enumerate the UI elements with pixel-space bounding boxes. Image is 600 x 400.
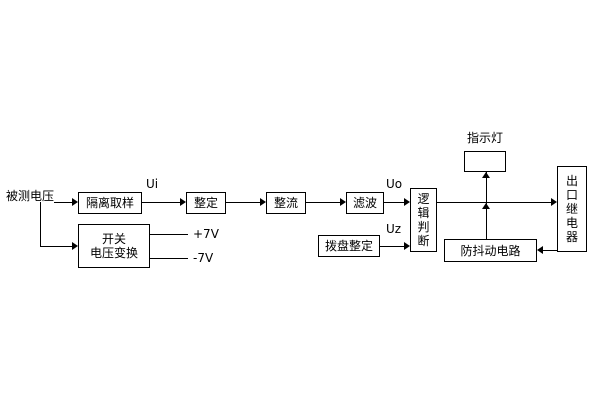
connector-input-isolation [54, 202, 72, 203]
connector-dial-logic [380, 246, 404, 247]
connector-branch-switch [40, 246, 72, 247]
block-debounce-circuit: 防抖动电路 [444, 239, 537, 262]
connector-relay-debounce [543, 250, 557, 251]
connector-setting-rectifier [226, 202, 260, 203]
block-rectifier: 整流 [266, 192, 306, 214]
block-setting: 整定 [186, 192, 226, 214]
block-switch-voltage-converter: 开关 电压变换 [78, 224, 150, 268]
arrowhead-right-icon [260, 198, 266, 206]
connector-branch-down [40, 202, 41, 246]
connector-debounce-junction [486, 203, 487, 239]
supply-plus7v-label: +7V [193, 227, 219, 241]
measured-voltage-label: 被测电压 [6, 189, 55, 203]
indicator-light-box [464, 151, 506, 172]
arrowhead-right-icon [72, 242, 78, 250]
arrowhead-left-icon [537, 246, 543, 254]
arrowhead-up-icon [482, 203, 490, 209]
indicator-light-label: 指示灯 [466, 131, 503, 145]
switch-converter-line2: 电压变换 [89, 246, 138, 260]
switch-converter-line1: 开关 [101, 232, 126, 246]
arrowhead-up-icon [482, 172, 490, 178]
connector-isolation-setting [142, 202, 180, 203]
block-filter: 滤波 [346, 192, 384, 214]
connector-plus7v [150, 234, 188, 235]
connector-filter-logic [384, 202, 404, 203]
signal-uo-label: Uo [386, 177, 403, 191]
connector-rectifier-filter [306, 202, 340, 203]
arrowhead-right-icon [340, 198, 346, 206]
connector-junction-indicator [486, 172, 487, 202]
arrowhead-right-icon [404, 198, 410, 206]
arrowhead-right-icon [72, 198, 78, 206]
block-isolation-sampling: 隔离取样 [78, 192, 142, 214]
arrowhead-right-icon [551, 198, 557, 206]
block-dial-setting: 拨盘整定 [318, 235, 380, 257]
block-output-relay: 出口继电器 [557, 166, 587, 252]
signal-uz-label: Uz [386, 222, 402, 236]
block-logic-judgment: 逻辑判断 [410, 188, 437, 252]
signal-ui-label: Ui [146, 177, 159, 191]
connector-minus7v [150, 258, 188, 259]
arrowhead-right-icon [180, 198, 186, 206]
connector-logic-relay [437, 202, 551, 203]
arrowhead-right-icon [404, 242, 410, 250]
supply-minus7v-label: -7V [193, 251, 214, 265]
